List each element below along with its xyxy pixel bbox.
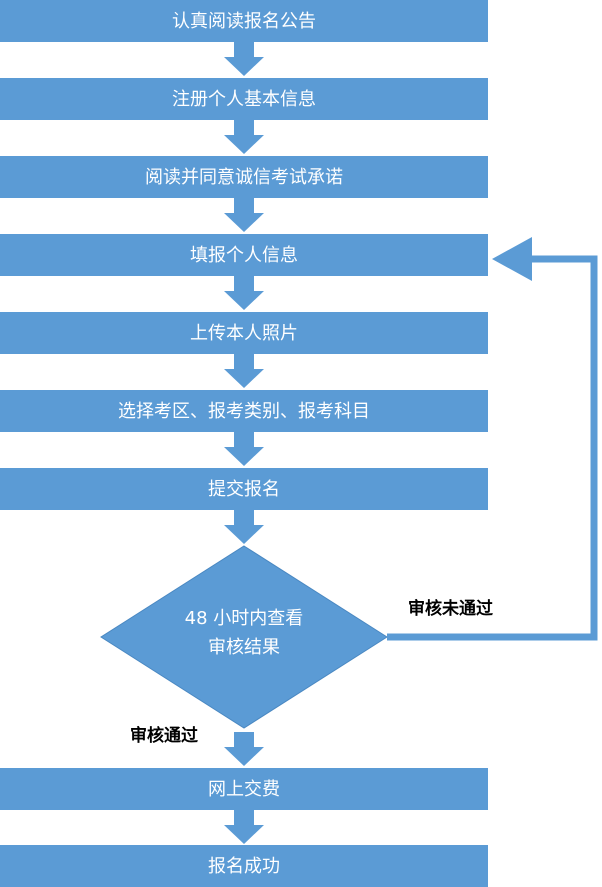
review-failed-label: 审核未通过 <box>408 598 493 619</box>
down-arrow-5 <box>224 354 264 388</box>
review-decision-diamond <box>100 545 388 729</box>
down-arrow-9 <box>224 810 264 844</box>
review-failed-arrowhead <box>492 237 532 281</box>
review-passed-label: 审核通过 <box>130 725 198 746</box>
step-label-success: 报名成功 <box>208 856 280 877</box>
step-box-7 <box>0 468 488 510</box>
down-arrow-4 <box>224 276 264 310</box>
step-label-4: 填报个人信息 <box>190 245 298 266</box>
step-box-2 <box>0 78 488 120</box>
review-failed-loop-line <box>387 255 598 641</box>
down-arrow-1 <box>224 42 264 76</box>
step-label-1: 认真阅读报名公告 <box>172 11 316 32</box>
step-label-5: 上传本人照片 <box>190 323 298 344</box>
down-arrow-7 <box>224 510 264 544</box>
step-label-2: 注册个人基本信息 <box>172 89 316 110</box>
step-label-3: 阅读并同意诚信考试承诺 <box>145 167 343 188</box>
step-label-payment: 网上交费 <box>208 779 280 800</box>
step-box-4 <box>0 234 488 276</box>
step-box-3 <box>0 156 488 198</box>
step-label-7: 提交报名 <box>208 479 280 500</box>
step-box-success <box>0 845 488 887</box>
decision-label-line2: 审核结果 <box>208 637 280 658</box>
down-arrow-2 <box>224 120 264 154</box>
down-arrow-8 <box>224 732 264 766</box>
down-arrow-6 <box>224 432 264 466</box>
step-box-6 <box>0 390 488 432</box>
decision-label-line1: 48 小时内查看 <box>185 608 304 629</box>
step-box-5 <box>0 312 488 354</box>
step-label-6: 选择考区、报考类别、报考科目 <box>118 401 370 422</box>
down-arrow-3 <box>224 198 264 232</box>
step-box-1 <box>0 0 488 42</box>
step-box-payment <box>0 768 488 810</box>
